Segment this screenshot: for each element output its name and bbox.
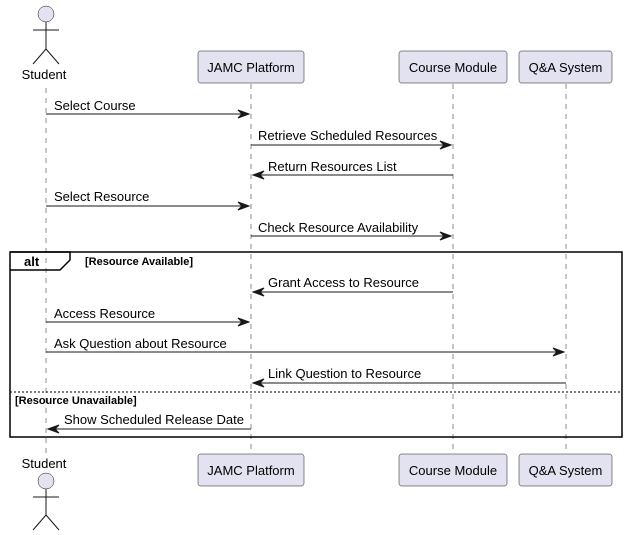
message-8: Ask Question about Resource (46, 336, 566, 357)
participant-qa-label-bottom: Q&A System (529, 463, 603, 478)
message-label: Retrieve Scheduled Resources (258, 128, 438, 143)
participant-jamc-bottom: JAMC Platform (197, 453, 305, 487)
actor-leg-left (32, 48, 47, 65)
fragment-keyword: alt (24, 254, 40, 269)
participant-qa-bottom: Q&A System (518, 453, 613, 487)
participant-box (398, 453, 508, 487)
fragment-frame (9, 251, 623, 438)
participant-box (197, 50, 305, 84)
message-label: Ask Question about Resource (54, 336, 227, 351)
fragment-tab (10, 251, 71, 271)
arrowhead (251, 287, 265, 297)
message-7: Access Resource (46, 306, 251, 327)
participant-course-top: Course Module (398, 50, 508, 84)
participant-qa-top: Q&A System (518, 50, 613, 84)
message-1: Select Course (46, 98, 251, 119)
message-5: Check Resource Availability (251, 220, 453, 241)
message-10: Show Scheduled Release Date (46, 412, 251, 434)
message-label: Grant Access to Resource (268, 275, 419, 290)
participant-course-label-bottom: Course Module (409, 463, 497, 478)
actor-leg-right (45, 514, 60, 531)
participant-box (398, 50, 508, 84)
actor-head (37, 5, 55, 23)
message-label: Select Course (54, 98, 136, 113)
arrowhead (439, 140, 453, 150)
message-label: Access Resource (54, 306, 155, 321)
message-3: Return Resources List (251, 159, 453, 180)
actor-student-bottom: Student (22, 456, 67, 531)
arrowhead (552, 347, 566, 357)
fragment-else-condition: [Resource Unavailable] (15, 395, 137, 407)
arrowhead (237, 109, 251, 119)
participant-course-label-top: Course Module (409, 60, 497, 75)
message-label: Return Resources List (268, 159, 397, 174)
alt-fragment: alt [Resource Available] [Resource Unava… (9, 251, 623, 438)
actor-student-label-top: Student (22, 67, 67, 82)
fragment-condition: [Resource Available] (85, 256, 193, 268)
participant-jamc-label-top: JAMC Platform (207, 60, 294, 75)
arrowhead (237, 317, 251, 327)
message-2: Retrieve Scheduled Resources (251, 128, 453, 150)
participant-course-bottom: Course Module (398, 453, 508, 487)
arrowhead (439, 231, 453, 241)
message-label: Link Question to Resource (268, 366, 421, 381)
message-label: Show Scheduled Release Date (64, 412, 244, 427)
message-6: Grant Access to Resource (251, 275, 453, 297)
arrowhead (46, 424, 60, 434)
message-9: Link Question to Resource (251, 366, 566, 388)
message-label: Check Resource Availability (258, 220, 419, 235)
actor-student-top: Student (22, 5, 67, 82)
participant-jamc-top: JAMC Platform (197, 50, 305, 84)
participant-box (197, 453, 305, 487)
arrowhead (251, 170, 265, 180)
actor-leg-right (45, 48, 60, 65)
message-label: Select Resource (54, 189, 149, 204)
participant-qa-label-top: Q&A System (529, 60, 603, 75)
participant-box (518, 453, 613, 487)
message-4: Select Resource (46, 189, 251, 211)
participant-box (518, 50, 613, 84)
arrowhead (251, 378, 265, 388)
actor-leg-left (32, 514, 47, 531)
arrowhead (237, 201, 251, 211)
actor-student-label-bottom: Student (22, 456, 67, 471)
actor-head (37, 472, 55, 490)
participant-jamc-label-bottom: JAMC Platform (207, 463, 294, 478)
